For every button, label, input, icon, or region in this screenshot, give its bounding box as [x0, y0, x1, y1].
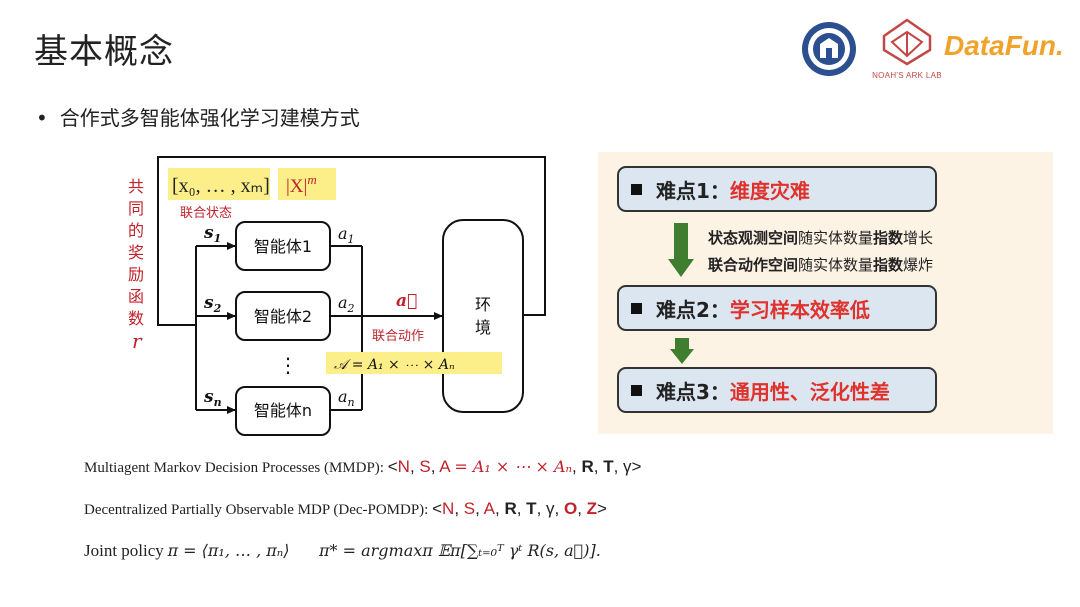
svg-text:共: 共: [128, 177, 144, 196]
ark-emblem-icon: [882, 18, 932, 66]
joint-action-space-highlight: [326, 352, 502, 374]
difficulty-3-prefix: 难点3：: [656, 379, 730, 404]
mmdp-a: A: [439, 457, 451, 476]
growth-word: 增长: [903, 229, 934, 247]
dec-open: <: [432, 499, 443, 518]
agent-1-label: 智能体1: [254, 237, 312, 256]
dec-gamma: γ: [546, 499, 555, 518]
bullet-text: 合作式多智能体强化学习建模方式: [59, 106, 360, 130]
vertical-ellipsis: ⋮: [278, 353, 298, 377]
s2-label: s2: [203, 293, 222, 315]
difficulty-2-prefix: 难点2：: [656, 297, 730, 322]
joint-policy-expr: π = ⟨π₁, … , πₙ⟩: [167, 541, 290, 560]
mmdp-r: R: [581, 457, 594, 476]
green-down-arrow-1-icon: [668, 223, 694, 277]
environment-box: [442, 219, 524, 413]
agent-2-label: 智能体2: [254, 307, 312, 326]
exponential-word-1: 指数: [873, 229, 904, 247]
dec-pomdp-formula: Decentralized Partially Observable MDP (…: [84, 499, 607, 518]
entity-phrase-2: 随实体数量: [798, 256, 874, 274]
feedback-loop-line: [157, 156, 546, 326]
sn-label: sn: [203, 387, 222, 409]
action-space-phrase: 联合动作空间: [708, 256, 799, 274]
joint-policy-label: Joint policy: [84, 541, 164, 560]
logo-bar: NOAH'S ARK LAB DataFun.: [800, 16, 1070, 88]
agent-n-label: 智能体n: [254, 401, 312, 420]
dec-z: Z: [586, 499, 598, 518]
joint-state-label: 联合状态: [180, 206, 232, 221]
mmdp-gamma: γ: [623, 457, 632, 476]
svg-text:的: 的: [128, 221, 144, 240]
mmdp-close: >: [631, 457, 642, 476]
dec-t: T: [526, 499, 537, 518]
mmdp-t: T: [603, 457, 614, 476]
dec-o: O: [563, 499, 578, 518]
datafun-logo: DataFun.: [944, 30, 1064, 61]
dec-pomdp-label: Decentralized Partially Observable MDP (…: [84, 502, 429, 518]
ark-lab-text: NOAH'S ARK LAB: [872, 71, 942, 80]
svg-text:函: 函: [128, 287, 144, 306]
square-bullet-icon: [631, 302, 642, 314]
svg-text:同: 同: [128, 199, 144, 218]
bullet-dot-icon: •: [36, 106, 48, 130]
noahs-ark-logo: NOAH'S ARK LAB: [872, 16, 942, 88]
an-label: an: [338, 387, 355, 409]
entity-phrase-1: 随实体数量: [798, 229, 874, 247]
state-space-text: |X|m: [286, 172, 317, 197]
square-bullet-icon: [631, 384, 642, 396]
state-space-phrase: 状态观测空间: [708, 229, 799, 247]
bullet-item: • 合作式多智能体强化学习建模方式: [36, 102, 360, 131]
optimal-policy-expr: π* = argmaxπ 𝔼π[∑ₜ₌₀ᵀ γᵗ R(s, a⃗)].: [319, 541, 601, 560]
difficulty-1-prefix: 难点1：: [656, 178, 730, 203]
a1-label: a1: [338, 224, 355, 246]
mmdp-s: S: [419, 457, 431, 476]
dec-s: S: [463, 499, 476, 518]
mmdp-n: N: [397, 457, 410, 476]
mmdp-open: <: [387, 457, 398, 476]
difficulty-2-box: 难点2： 学习样本效率低: [617, 285, 937, 331]
joint-action-label: 联合动作: [372, 329, 424, 344]
green-down-arrow-2-icon: [670, 338, 694, 364]
state-vector-text: [x₀, … , xₘ]: [172, 175, 270, 197]
svg-text:数: 数: [128, 309, 144, 328]
difficulty-1-title: 维度灾难: [729, 178, 810, 203]
svg-text:励: 励: [128, 265, 144, 284]
mmdp-label: Multiagent Markov Decision Processes (MM…: [84, 460, 384, 476]
exponential-word-2: 指数: [873, 256, 904, 274]
mmdp-formula: Multiagent Markov Decision Processes (MM…: [84, 457, 642, 476]
reward-label: 共 同 的 奖 励 函 数: [128, 177, 144, 328]
joint-policy-formula: Joint policy π = ⟨π₁, … , πₙ⟩ π* = argma…: [84, 541, 601, 561]
university-seal-logo: [802, 22, 856, 76]
growth-line-2: 联合动作空间随实体数量指数爆炸: [708, 254, 933, 275]
a2-label: a2: [338, 293, 355, 315]
joint-action-symbol: a⃗: [396, 291, 417, 311]
state-space-highlight: [278, 168, 336, 200]
dec-close: >: [597, 499, 607, 518]
environment-label-1: 环: [475, 295, 491, 314]
dec-a: A: [483, 499, 495, 518]
reward-symbol: r: [132, 329, 143, 353]
s1-label: s1: [203, 223, 221, 245]
dec-r: R: [504, 499, 517, 518]
square-bullet-icon: [631, 183, 642, 195]
mmdp-action-product: = A₁ × ⋯ × Aₙ: [454, 457, 572, 476]
difficulty-1-box: 难点1： 维度灾难: [617, 166, 937, 212]
difficulty-2-title: 学习样本效率低: [729, 297, 870, 322]
joint-action-space-text: 𝒜 = A₁ × ⋯ × Aₙ: [334, 357, 455, 373]
page-title: 基本概念: [34, 32, 174, 72]
difficulty-3-box: 难点3： 通用性、泛化性差: [617, 367, 937, 413]
explosion-word: 爆炸: [903, 256, 934, 274]
svg-text:奖: 奖: [128, 243, 144, 262]
dec-n: N: [442, 499, 455, 518]
environment-label-2: 境: [475, 318, 491, 337]
difficulty-3-title: 通用性、泛化性差: [729, 379, 890, 404]
state-vector-highlight: [168, 168, 270, 200]
growth-line-1: 状态观测空间随实体数量指数增长: [708, 227, 933, 248]
